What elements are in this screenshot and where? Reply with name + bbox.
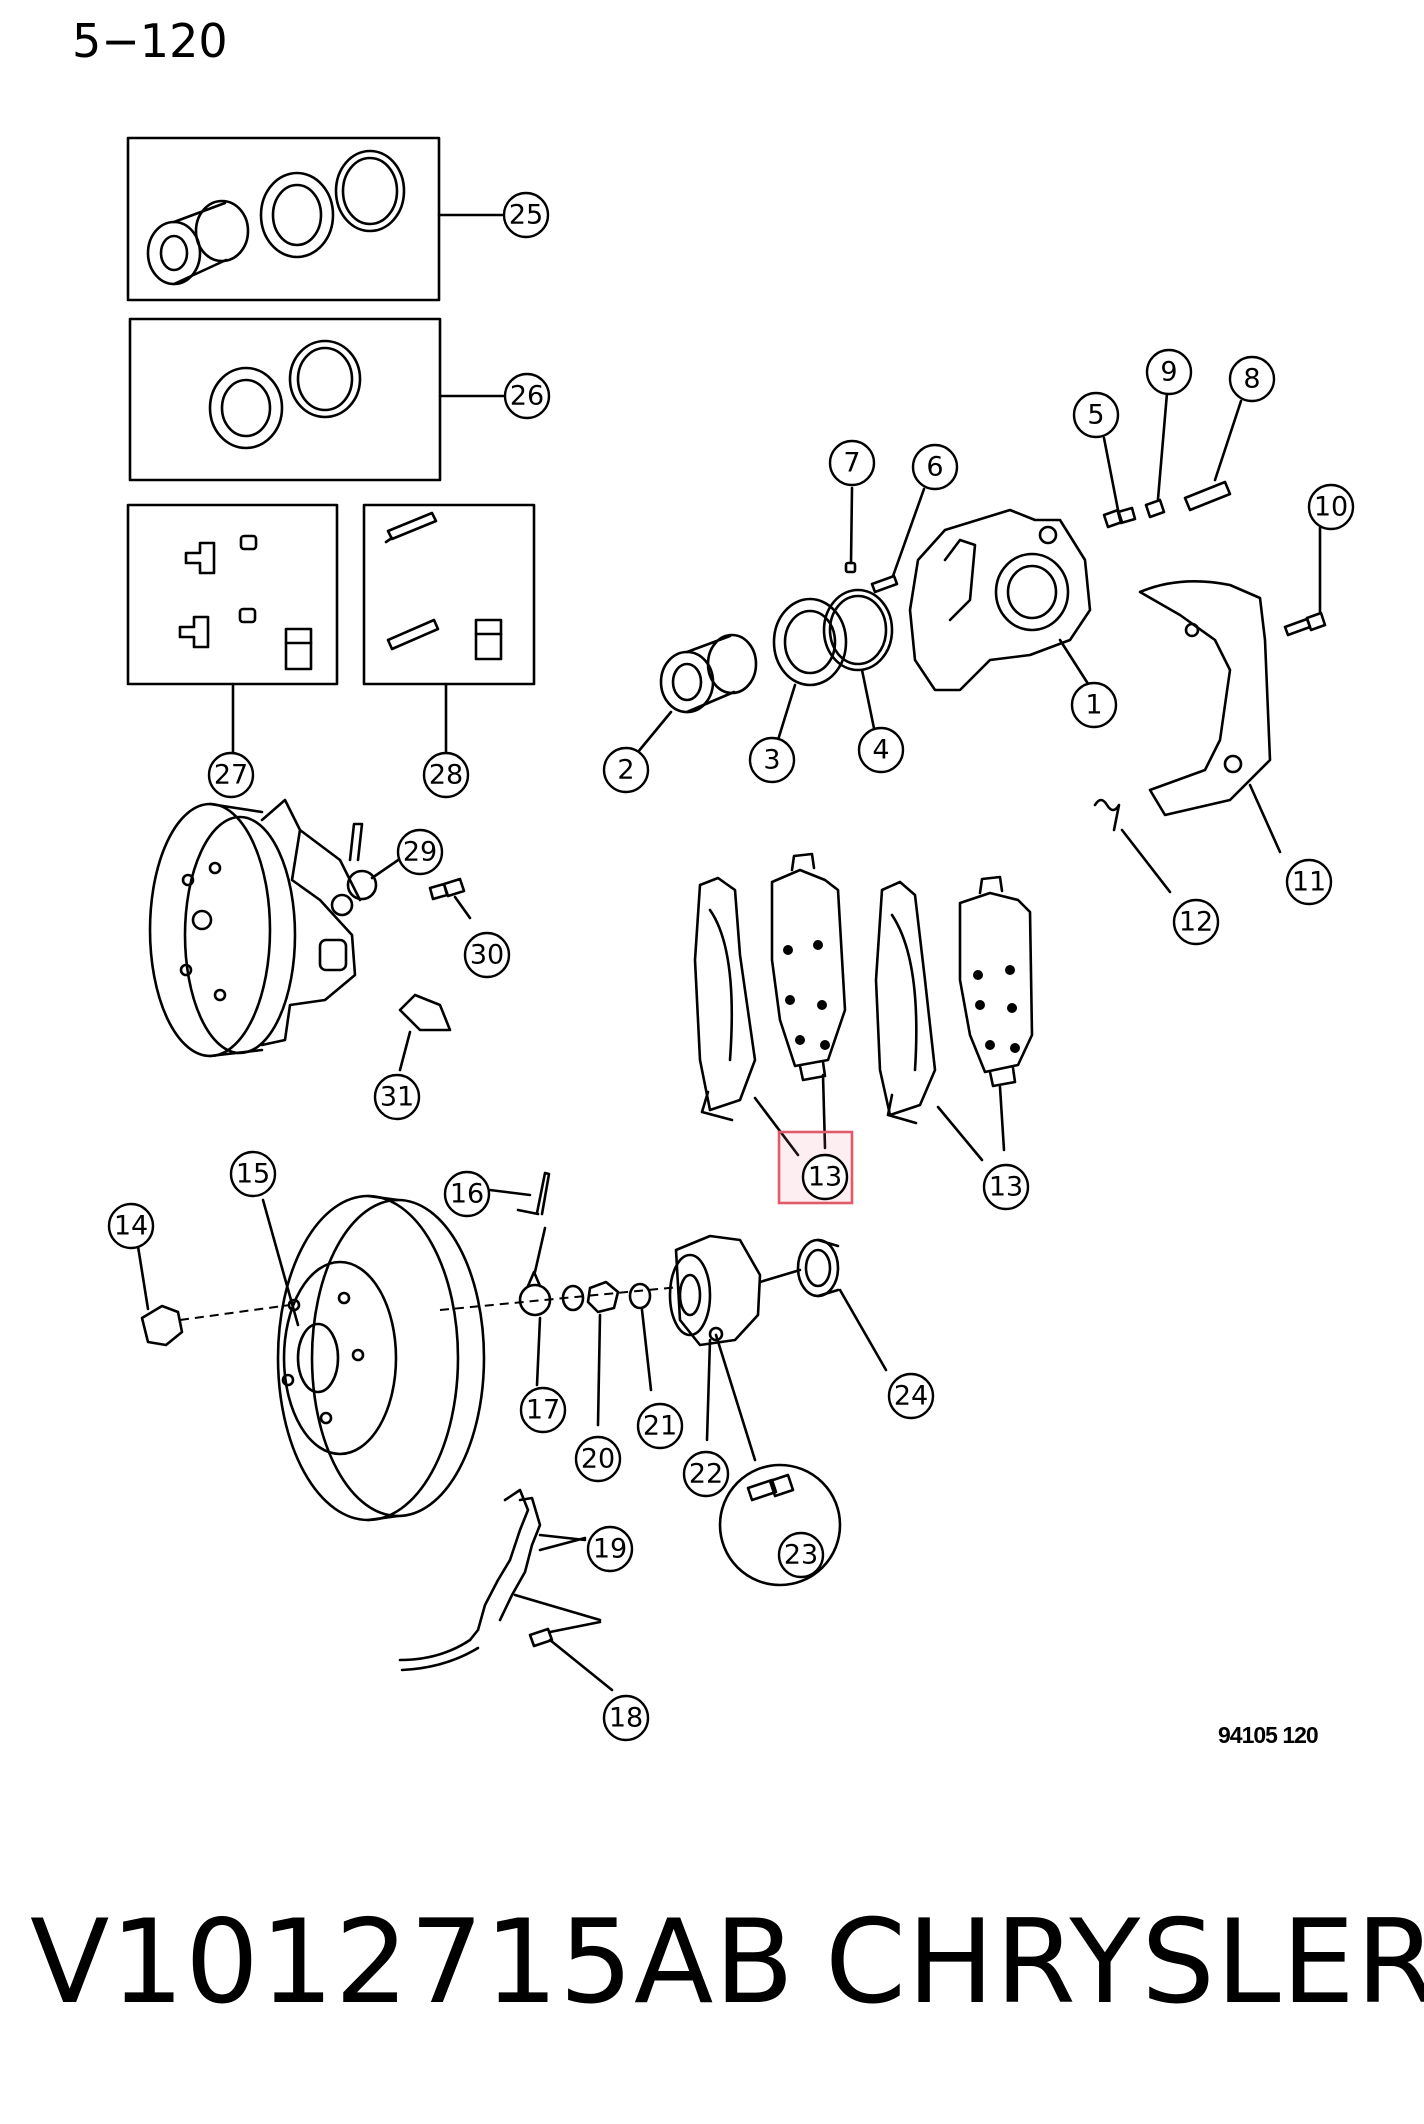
callout-8: 8: [1228, 355, 1276, 403]
svg-text:30: 30: [470, 940, 504, 971]
bolt-23-detail: [718, 1463, 842, 1587]
svg-text:13: 13: [808, 1162, 842, 1193]
svg-text:20: 20: [581, 1444, 615, 1475]
svg-text:6: 6: [926, 452, 943, 483]
callout-12: 12: [1172, 898, 1220, 946]
callout-19: 19: [586, 1525, 634, 1573]
svg-text:29: 29: [403, 837, 437, 868]
callout-18: 18: [602, 1694, 650, 1742]
callout-7: 7: [828, 439, 876, 487]
svg-text:19: 19: [593, 1534, 627, 1565]
svg-text:17: 17: [526, 1395, 560, 1426]
svg-text:15: 15: [236, 1159, 270, 1190]
bolt-10: [1283, 526, 1327, 637]
svg-text:11: 11: [1292, 867, 1326, 898]
svg-text:28: 28: [429, 760, 463, 791]
svg-text:7: 7: [843, 448, 860, 479]
brake-assembly-diagram: 25 26 27 28 7 6 5 9 8 10 1 2 3 4 11 12 2…: [107, 136, 1355, 1742]
callout-9: 9: [1145, 348, 1193, 396]
callout-3: 3: [748, 736, 796, 784]
kit-box-25: [126, 136, 505, 302]
svg-text:2: 2: [617, 755, 634, 786]
callout-6: 6: [911, 443, 959, 491]
callout-26: 26: [503, 372, 551, 420]
wheel-speed-sensor-18-19: [398, 1488, 614, 1692]
svg-text:16: 16: [450, 1179, 484, 1210]
hub-small-parts-16-21: [439, 1171, 701, 1427]
svg-text:26: 26: [510, 381, 544, 412]
svg-text:23: 23: [784, 1540, 818, 1571]
bolt-30: [428, 877, 472, 920]
callout-16: 16: [443, 1170, 491, 1218]
svg-text:14: 14: [114, 1211, 148, 1242]
callout-27: 27: [207, 751, 255, 799]
svg-text:22: 22: [689, 1459, 723, 1490]
rotor-knuckle-assembly: [148, 798, 362, 1058]
hub-bearing-22: [668, 1234, 802, 1462]
lug-nut-14: [135, 1238, 291, 1347]
bracket-31: [398, 993, 452, 1072]
brake-pad-set-left: [693, 852, 847, 1157]
callout-4: 4: [857, 726, 905, 774]
svg-text:9: 9: [1160, 357, 1177, 388]
part-number: V1012715AB: [30, 1895, 795, 2030]
rotor-15: [261, 1194, 486, 1522]
page-reference: 5−120: [72, 14, 228, 68]
kit-box-27: [126, 503, 339, 754]
svg-text:3: 3: [763, 745, 780, 776]
svg-text:24: 24: [894, 1381, 928, 1412]
callout-1: 1: [1070, 681, 1118, 729]
kit-box-26: [128, 317, 507, 482]
callout-17: 17: [519, 1386, 567, 1434]
svg-text:1: 1: [1085, 690, 1102, 721]
bleeder-cap-6: [870, 487, 926, 594]
brand-name: CHRYSLER: [825, 1895, 1424, 2030]
dust-boot-4: [822, 588, 894, 740]
clip-12: [1093, 798, 1172, 894]
adapter-11: [1138, 580, 1282, 854]
callout-15: 15: [229, 1150, 277, 1198]
brake-pad-set-right: [874, 875, 1034, 1162]
caliper-housing-1: [908, 508, 1094, 692]
seal-24: [796, 1238, 888, 1372]
callout-10: 10: [1307, 483, 1355, 531]
callout-13-highlighted: 13: [801, 1153, 849, 1201]
callout-14: 14: [107, 1202, 155, 1250]
piston-seal-3: [772, 597, 848, 742]
bleeder-7: [844, 486, 857, 574]
callout-28: 28: [422, 751, 470, 799]
svg-text:31: 31: [380, 1082, 414, 1113]
callout-11: 11: [1285, 858, 1333, 906]
svg-text:5: 5: [1087, 400, 1104, 431]
caliper-piston-2: [636, 633, 758, 754]
svg-text:18: 18: [609, 1703, 643, 1734]
tie-rod-end-29: [346, 822, 406, 901]
callout-2: 2: [602, 746, 650, 794]
callout-24: 24: [887, 1372, 935, 1420]
svg-text:13: 13: [989, 1172, 1023, 1203]
callout-13: 13: [982, 1163, 1030, 1211]
kit-box-28: [362, 503, 536, 754]
callout-23: 23: [777, 1531, 825, 1579]
svg-text:8: 8: [1243, 364, 1260, 395]
svg-text:27: 27: [214, 760, 248, 791]
callout-30: 30: [463, 931, 511, 979]
svg-text:10: 10: [1314, 492, 1348, 523]
svg-text:21: 21: [643, 1411, 677, 1442]
callout-29: 29: [396, 828, 444, 876]
callout-20: 20: [574, 1435, 622, 1483]
callout-25: 25: [502, 191, 550, 239]
callout-21: 21: [636, 1402, 684, 1450]
svg-text:12: 12: [1179, 907, 1213, 938]
guide-pin-5-9-8: [1102, 391, 1243, 529]
svg-text:25: 25: [509, 200, 543, 231]
figure-code: 94105 120: [1218, 1722, 1319, 1748]
callout-5: 5: [1072, 391, 1120, 439]
svg-text:4: 4: [872, 735, 889, 766]
callout-31: 31: [373, 1073, 421, 1121]
callout-22: 22: [682, 1450, 730, 1498]
